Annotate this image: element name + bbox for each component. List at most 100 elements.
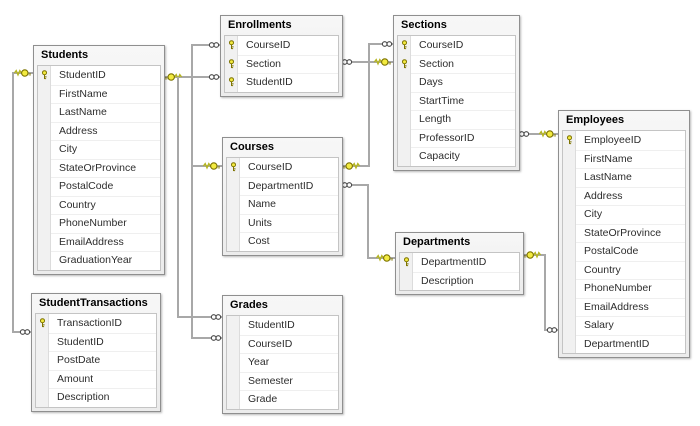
field-row[interactable]: Name [227,195,338,214]
table-title[interactable]: StudentTransactions [39,297,148,309]
row-selector-cell [225,73,238,92]
table-title[interactable]: Grades [230,299,268,311]
row-selector-cell [38,103,51,122]
field-row[interactable]: EmployeeID [563,131,685,150]
field-name: EmailAddress [59,235,124,248]
field-row[interactable]: StateOrProvince [563,223,685,242]
field-row[interactable]: City [563,205,685,224]
field-row[interactable]: PostalCode [563,242,685,261]
field-row[interactable]: StudentID [227,316,338,335]
row-selector-cell [227,213,240,232]
field-row[interactable]: Description [400,271,519,290]
relationship-students-studenttransactions[interactable] [12,69,33,335]
relationship-courses-grades[interactable] [191,166,222,341]
row-selector-cell [38,214,51,233]
row-selector-cell [227,232,240,251]
field-row[interactable]: EmailAddress [38,232,160,251]
row-selector-cell [398,91,411,110]
row-selector-cell [227,353,240,372]
field-row[interactable]: StateOrProvince [38,158,160,177]
row-selector-cell [227,390,240,409]
field-row[interactable]: Salary [563,316,685,335]
field-row[interactable]: Description [36,388,156,407]
field-row[interactable]: City [38,140,160,159]
field-row[interactable]: CourseID [398,36,515,55]
field-row[interactable]: Days [398,73,515,92]
relationship-courses-sections[interactable] [341,41,393,170]
infinity-icon [208,74,220,80]
field-row[interactable]: DepartmentID [563,334,685,353]
table-title[interactable]: Courses [230,141,275,153]
row-selector-cell [563,168,576,187]
table-title[interactable]: Enrollments [228,19,292,31]
relationship-employees-sections[interactable] [518,130,558,138]
field-row[interactable]: Units [227,213,338,232]
field-row[interactable]: TransactionID [36,314,156,333]
field-row[interactable]: StudentID [38,66,160,85]
relationship-sections-enrollments[interactable] [341,58,393,66]
row-selector-cell [227,316,240,335]
field-row[interactable]: PhoneNumber [563,279,685,298]
field-name: Address [584,189,623,202]
field-row[interactable]: Year [227,353,338,372]
field-row[interactable]: Semester [227,371,338,390]
field-row[interactable]: CourseID [225,36,338,55]
field-row[interactable]: PhoneNumber [38,214,160,233]
row-selector-cell [38,84,51,103]
table-title[interactable]: Departments [403,236,471,248]
primary-key-icon [228,40,234,50]
table-title[interactable]: Students [41,49,89,61]
table-title[interactable]: Sections [401,19,447,31]
field-name: Days [419,76,443,88]
field-row[interactable]: CourseID [227,158,338,177]
field-row[interactable]: DepartmentID [227,176,338,195]
field-row[interactable]: Address [563,186,685,205]
field-row[interactable]: Country [563,260,685,279]
field-row[interactable]: Section [225,54,338,73]
field-row[interactable]: PostDate [36,351,156,370]
row-selector-cell [36,351,49,370]
field-name: City [584,208,603,220]
field-row[interactable]: GraduationYear [38,251,160,270]
table-title[interactable]: Employees [566,114,625,126]
field-name: PhoneNumber [59,217,127,229]
field-row[interactable]: DepartmentID [400,253,519,272]
field-row[interactable]: Country [38,195,160,214]
field-row[interactable]: StudentID [36,332,156,351]
field-name: PostalCode [584,245,639,257]
field-row[interactable]: CourseID [227,334,338,353]
field-row[interactable]: EmailAddress [563,297,685,316]
field-row[interactable]: Capacity [398,147,515,166]
field-row[interactable]: StudentID [225,73,338,92]
field-row[interactable]: FirstName [38,84,160,103]
field-row[interactable]: Section [398,54,515,73]
relationship-departments-courses[interactable] [341,182,395,262]
field-row[interactable]: ProfessorID [398,128,515,147]
relationship-students-grades[interactable] [177,77,222,320]
field-row[interactable]: LastName [563,168,685,187]
field-name: FirstName [584,152,633,165]
field-row[interactable]: Cost [227,232,338,251]
field-row[interactable]: Grade [227,390,338,409]
primary-key-icon [566,135,572,145]
field-row[interactable]: Address [38,121,160,140]
field-row[interactable]: LastName [38,103,160,122]
field-row[interactable]: StartTime [398,91,515,110]
field-row[interactable]: FirstName [563,149,685,168]
relationship-departments-employees[interactable] [522,251,558,333]
field-row[interactable]: PostalCode [38,177,160,196]
row-selector-cell [563,149,576,168]
relationship-courses-enrollments[interactable] [191,42,222,170]
field-row[interactable]: Length [398,110,515,129]
field-row[interactable]: Amount [36,369,156,388]
